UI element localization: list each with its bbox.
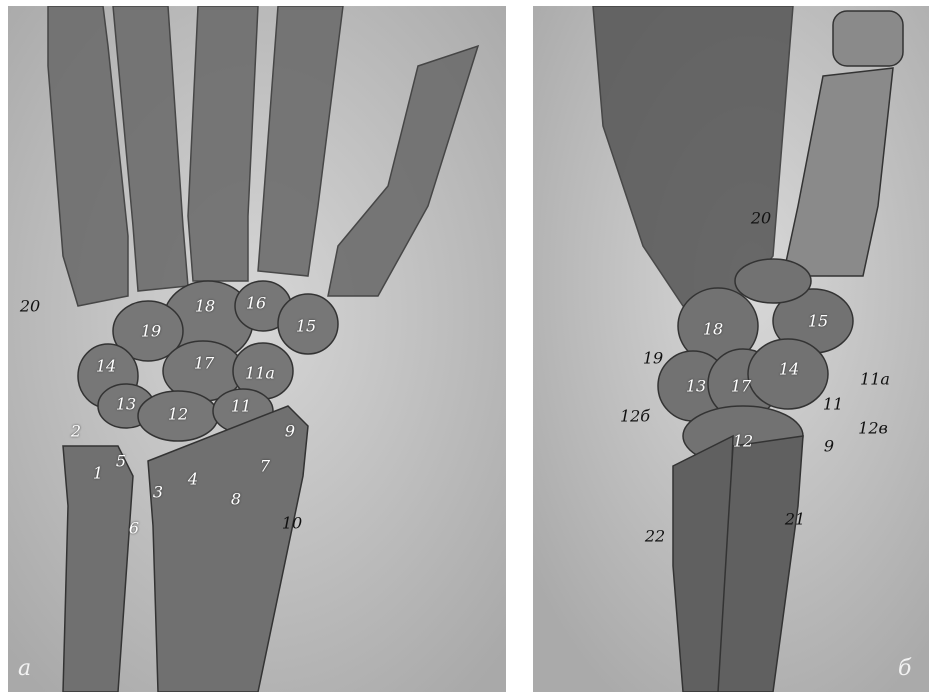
label-21: 21 (785, 510, 805, 529)
label-14: 14 (779, 360, 799, 379)
label-20: 20 (751, 209, 771, 228)
label-5: 5 (116, 452, 126, 471)
label-15: 15 (296, 317, 316, 336)
xray-image-b (533, 6, 929, 692)
xray-panel-a: 20 18 16 15 19 14 17 11а 13 12 11 9 2 5 … (8, 6, 506, 692)
label-14: 14 (96, 357, 116, 376)
label-13: 13 (686, 377, 706, 396)
label-18: 18 (195, 297, 215, 316)
label-20: 20 (20, 297, 40, 316)
label-12: 12 (168, 405, 188, 424)
label-4: 4 (188, 470, 198, 489)
panel-letter-a: а (18, 656, 31, 681)
label-17: 17 (194, 354, 214, 373)
label-22: 22 (645, 527, 665, 546)
label-7: 7 (260, 457, 270, 476)
label-3: 3 (153, 483, 163, 502)
label-12: 12 (733, 432, 753, 451)
xray-image-a (8, 6, 506, 692)
label-1: 1 (93, 464, 103, 483)
label-9: 9 (285, 422, 295, 441)
label-17: 17 (731, 377, 751, 396)
xray-panel-b: 20 18 15 19 13 17 14 11а 11 12б 12в 9 12… (533, 6, 929, 692)
label-2: 2 (71, 422, 81, 441)
label-16: 16 (246, 294, 266, 313)
label-18: 18 (703, 320, 723, 339)
label-8: 8 (231, 490, 241, 509)
label-9: 9 (824, 437, 834, 456)
label-11: 11 (823, 395, 843, 414)
label-10: 10 (282, 514, 302, 533)
label-11a: 11а (860, 370, 890, 389)
label-12v: 12в (858, 419, 888, 438)
label-11: 11 (231, 397, 251, 416)
label-19: 19 (643, 349, 663, 368)
label-13: 13 (116, 395, 136, 414)
label-6: 6 (129, 519, 139, 538)
panel-letter-b: б (898, 656, 911, 681)
label-11a: 11а (245, 364, 275, 383)
label-19: 19 (141, 322, 161, 341)
label-12b: 12б (620, 407, 650, 426)
label-15: 15 (808, 312, 828, 331)
